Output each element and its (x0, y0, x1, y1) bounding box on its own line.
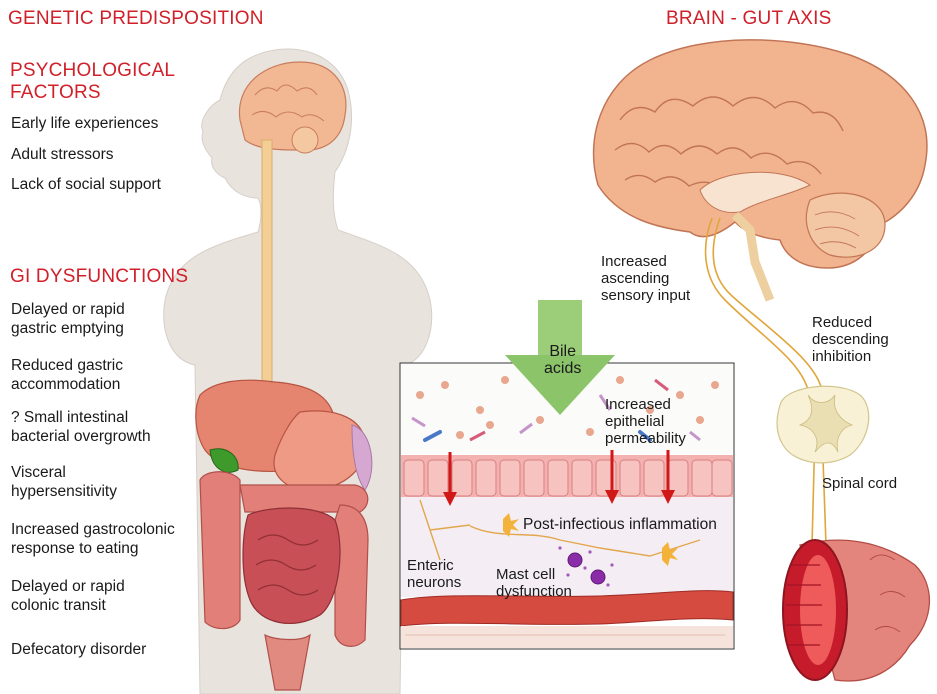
psych-item: Early life experiences (11, 114, 158, 133)
gi-item: Increased gastrocolonic response to eati… (11, 520, 175, 558)
spinal-cord-label: Spinal cord (822, 475, 897, 492)
esophagus (262, 140, 272, 400)
heading-gi-dysfunctions: GI DYSFUNCTIONS (10, 266, 188, 288)
gi-item: Defecatory disorder (11, 640, 146, 659)
epithelial-cells (404, 460, 732, 496)
gi-item: Reduced gastric accommodation (11, 356, 123, 394)
psych-item: Lack of social support (11, 175, 161, 194)
heading-genetic-predisposition: GENETIC PREDISPOSITION (8, 8, 264, 30)
gi-item: Delayed or rapid gastric emptying (11, 300, 125, 338)
heading-psychological-factors: PSYCHOLOGICAL FACTORS (10, 60, 175, 104)
cerebellum (806, 193, 885, 257)
psych-item: Adult stressors (11, 145, 114, 164)
spinal-cord (777, 386, 869, 463)
gut-segment (783, 540, 929, 681)
bile-acids-label: Bile acids (544, 343, 581, 377)
permeability-label: Increased epithelial permeability (605, 396, 686, 447)
gi-item: ? Small intestinal bacterial overgrowth (11, 408, 151, 446)
gi-item: Delayed or rapid colonic transit (11, 577, 125, 615)
inflammation-label: Post-infectious inflammation (523, 516, 717, 533)
heading-brain-gut-axis: BRAIN - GUT AXIS (666, 8, 831, 30)
ascending-input-label: Increased ascending sensory input (601, 253, 690, 304)
mast-cell-label: Mast cell dysfunction (496, 566, 572, 600)
descending-inhibition-label: Reduced descending inhibition (812, 314, 889, 365)
enteric-neurons-label: Enteric neurons (407, 557, 461, 591)
gi-item: Visceral hypersensitivity (11, 463, 117, 501)
